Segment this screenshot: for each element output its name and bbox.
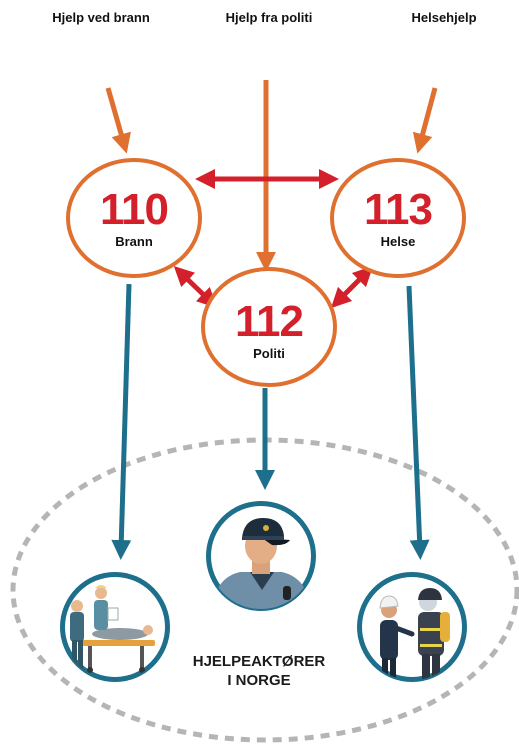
arrow-fire-out [111, 283, 132, 560]
header-fire-help: Hjelp ved brann [52, 10, 150, 25]
arrow-health-in [412, 87, 438, 154]
node-113-helse: 113 Helse [330, 158, 466, 278]
node-police-number: 112 [235, 297, 303, 346]
firefighters-icon [357, 572, 467, 682]
arrow-fire-police [173, 266, 218, 308]
node-health-number: 113 [364, 185, 432, 234]
arrow-health-out [406, 285, 430, 560]
norway-actors-line1: HJELPEAKTØRER [192, 653, 326, 670]
node-110-brann: 110 Brann [66, 158, 202, 278]
paramedics-stretcher-icon [60, 572, 170, 682]
norway-actors-label: HJELPEAKTØRER I NORGE [193, 652, 326, 690]
node-police-label: Politi [253, 346, 285, 361]
police-officer-icon [206, 501, 316, 611]
header-health-help: Helsehjelp [411, 10, 477, 25]
node-fire-label: Brann [115, 234, 153, 249]
arrow-fire-in [105, 87, 131, 154]
arrow-health-police [330, 265, 374, 309]
node-health-label: Helse [381, 234, 416, 249]
node-fire-number: 110 [100, 185, 168, 234]
norway-actors-line2: I NORGE [227, 672, 291, 689]
header-police-help: Hjelp fra politi [225, 10, 313, 25]
node-112-politi: 112 Politi [201, 267, 337, 387]
